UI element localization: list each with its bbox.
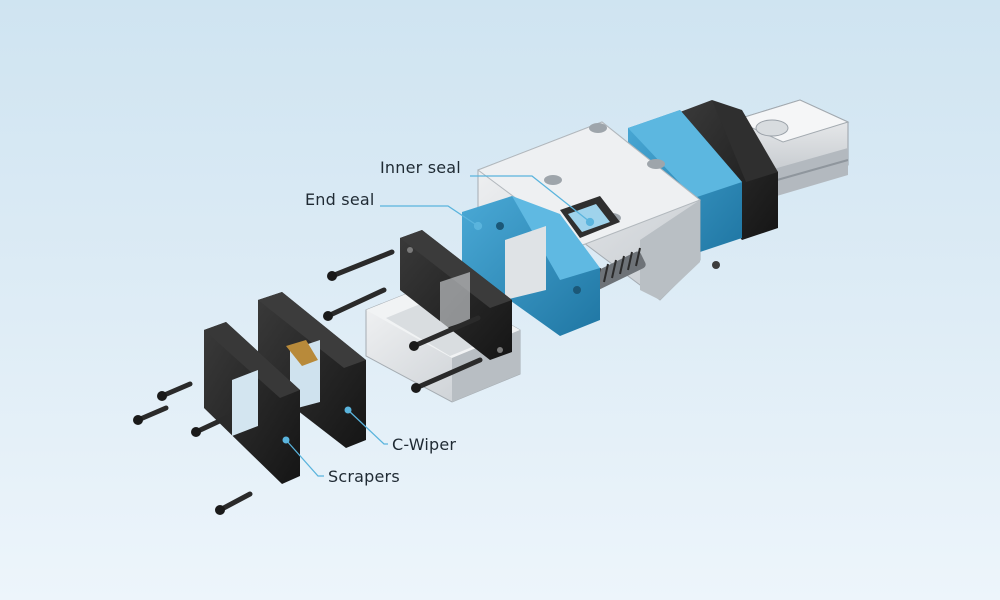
scrapers — [204, 322, 300, 484]
screw-icon — [133, 405, 169, 425]
callout-dot-icon — [585, 217, 595, 227]
callout-line-inner-seal — [470, 175, 591, 223]
label-c-wiper: C-Wiper — [392, 435, 457, 454]
screw-icon — [191, 415, 229, 437]
callout-lines — [285, 175, 595, 477]
screw-icon — [409, 315, 481, 351]
label-inner-seal: Inner seal — [380, 158, 461, 177]
label-end-seal: End seal — [305, 190, 375, 209]
screw-icon — [215, 491, 253, 515]
screw-icon — [327, 249, 395, 281]
label-scrapers: Scrapers — [328, 467, 400, 486]
screw-icon — [411, 357, 483, 393]
callout-line-scrapers — [285, 439, 324, 477]
screw-icon — [157, 381, 193, 401]
front-end-seal — [462, 196, 600, 336]
screw-icon — [323, 287, 387, 321]
rear-end-seal — [628, 110, 742, 254]
callout-dot-icon — [473, 221, 483, 231]
c-wiper — [258, 292, 366, 448]
callout-line-end-seal — [380, 205, 479, 227]
end-seal-plate — [400, 230, 512, 360]
screw-set — [133, 249, 483, 515]
callout-line-c-wiper — [347, 409, 388, 445]
